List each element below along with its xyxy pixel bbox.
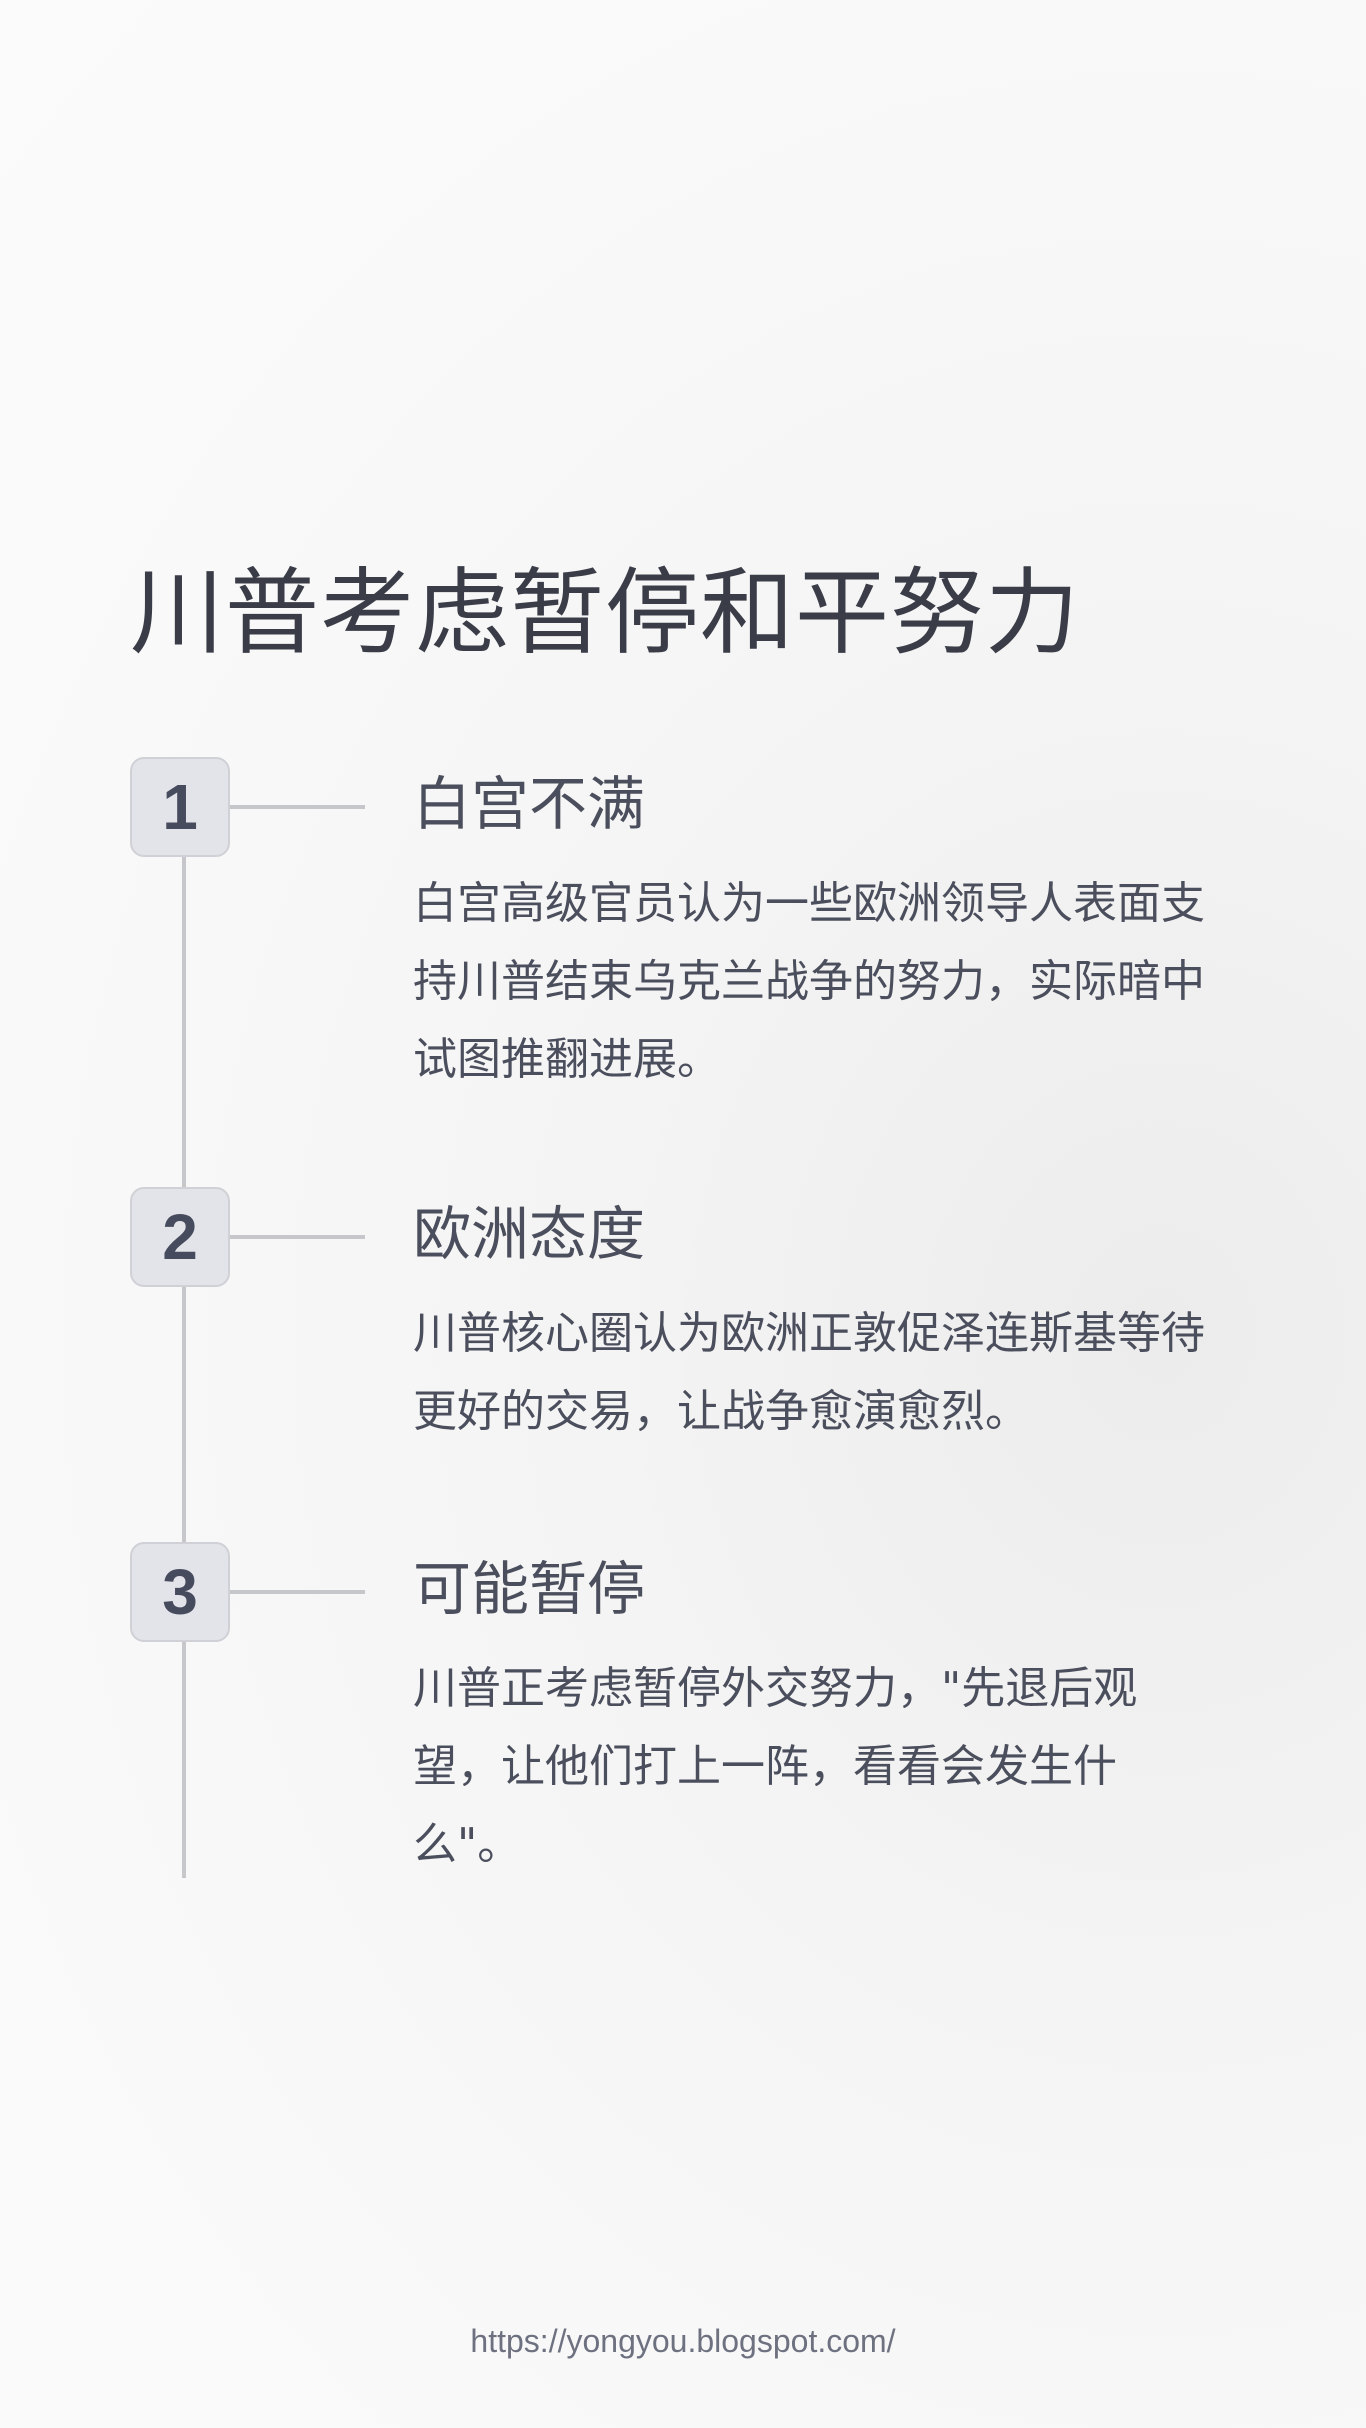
timeline-line: [182, 760, 186, 1878]
page-title: 川普考虑暂停和平努力: [130, 559, 1081, 668]
step-heading: 可能暂停: [413, 1555, 646, 1623]
step-description: 白宫高级官员认为一些欧洲领导人表面支持川普结束乌克兰战争的努力，实际暗中试图推翻…: [413, 878, 1205, 1085]
step-description: 川普正考虑暂停外交努力，"先退后观望，让他们打上一阵，看看会发生什么"。: [413, 1663, 1138, 1870]
step-number-badge: 1: [130, 757, 230, 857]
step-number-badge: 2: [130, 1187, 230, 1287]
footer-url: https://yongyou.blogspot.com/: [470, 2323, 896, 2359]
step-number-badge: 3: [130, 1542, 230, 1642]
step-heading: 欧洲态度: [413, 1200, 646, 1268]
step-connector: [230, 805, 365, 809]
step-heading: 白宫不满: [413, 770, 646, 838]
step-connector: [230, 1235, 365, 1239]
step-connector: [230, 1590, 365, 1594]
step-description: 川普核心圈认为欧洲正敦促泽连斯基等待更好的交易，让战争愈演愈烈。: [413, 1308, 1205, 1437]
